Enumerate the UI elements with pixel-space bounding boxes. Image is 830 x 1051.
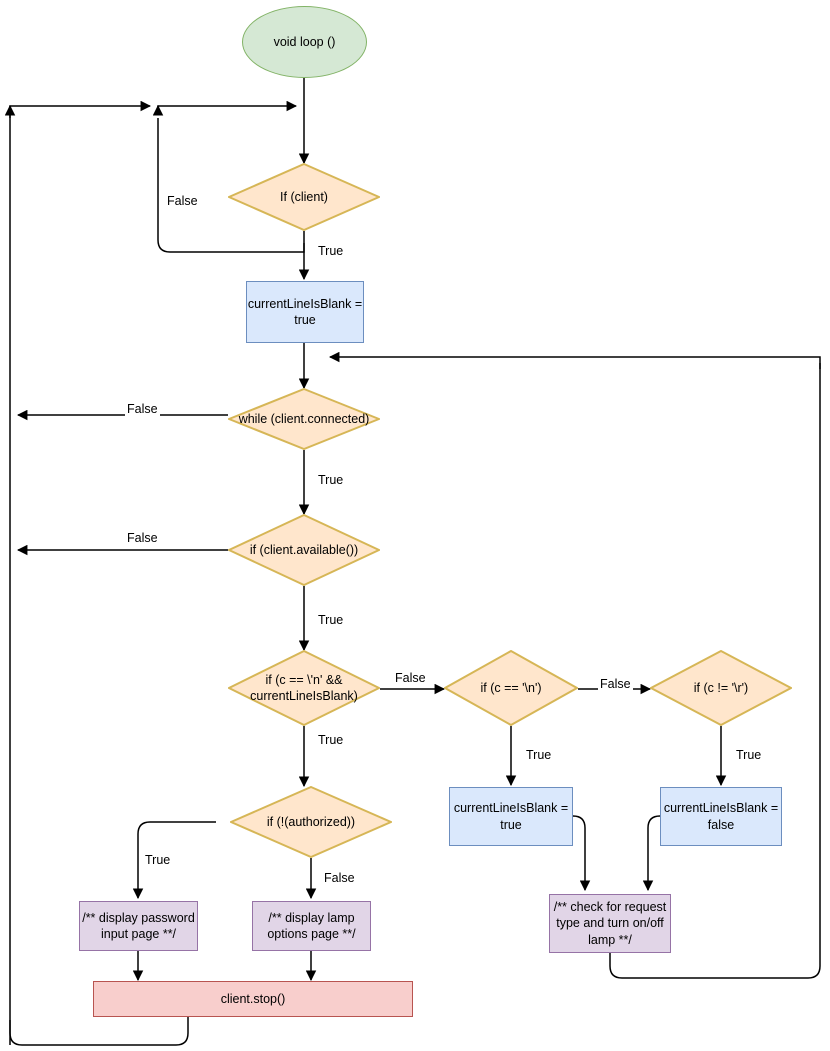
edge-if-client-false-up xyxy=(157,118,305,253)
edge-check-request-return xyxy=(609,363,821,979)
node-start-label: void loop () xyxy=(273,34,336,49)
node-set-current-line-is-blank-true-2[interactable]: currentLineIsBlank = true xyxy=(449,787,573,846)
edge-authorized-true xyxy=(132,821,216,900)
node-display-password-page[interactable]: /** display password input page **/ xyxy=(79,901,198,951)
node-set-blank-true-1-label: currentLineIsBlank = true xyxy=(247,296,363,327)
node-if-newline[interactable]: if (c == '\n') xyxy=(444,650,578,726)
node-client-stop[interactable]: client.stop() xyxy=(93,981,413,1017)
node-if-not-carriage-return[interactable]: if (c != '\r') xyxy=(650,650,792,726)
node-display-lamp-label: /** display lamp options page **/ xyxy=(267,910,356,941)
diamond-shape xyxy=(230,786,392,858)
node-check-request-label: /** check for request type and turn on/o… xyxy=(553,900,667,947)
diamond-shape xyxy=(228,514,380,586)
node-set-blank-true-2-label: currentLineIsBlank = true xyxy=(453,801,569,832)
node-start-void-loop[interactable]: void loop () xyxy=(242,6,367,78)
diamond-shape xyxy=(444,650,578,726)
node-set-blank-false-label: currentLineIsBlank = false xyxy=(663,801,779,832)
node-if-available-label: if (client.available()) xyxy=(249,542,359,557)
edge-label-newline-blank-false: False xyxy=(393,671,428,685)
edge-label-not-return-true: True xyxy=(734,748,764,762)
node-client-stop-label: client.stop() xyxy=(220,991,286,1006)
diamond-shape xyxy=(228,163,380,231)
node-if-client-available[interactable]: if (client.available()) xyxy=(228,514,380,586)
node-if-not-return-label: if (c != '\r') xyxy=(693,680,749,695)
edge-label-while-false: False xyxy=(125,402,160,416)
edge-label-newline-blank-true: True xyxy=(316,733,346,747)
diamond-shape xyxy=(650,650,792,726)
node-if-client[interactable]: If (client) xyxy=(228,163,380,231)
edge-label-if-client-true: True xyxy=(316,244,346,258)
edge-check-request-return-into-trunk xyxy=(328,351,821,369)
edge-blank-false-to-check xyxy=(642,815,661,892)
node-if-not-authorized[interactable]: if (!(authorized)) xyxy=(230,786,392,858)
node-display-password-label: /** display password input page **/ xyxy=(82,910,195,941)
diamond-shape xyxy=(228,388,380,450)
node-if-authorized-label: if (!(authorized)) xyxy=(266,814,356,829)
node-set-current-line-is-blank-true-1[interactable]: currentLineIsBlank = true xyxy=(246,281,364,343)
edge-if-client-false-into-trunk xyxy=(157,100,298,112)
edge-label-available-true: True xyxy=(316,613,346,627)
node-if-client-label: If (client) xyxy=(280,189,328,204)
node-check-request-type[interactable]: /** check for request type and turn on/o… xyxy=(549,894,671,953)
edge-label-if-client-false: False xyxy=(165,194,200,208)
node-display-lamp-options-page[interactable]: /** display lamp options page **/ xyxy=(252,901,371,951)
node-set-current-line-is-blank-false[interactable]: currentLineIsBlank = false xyxy=(660,787,782,846)
edge-stop-return xyxy=(9,1017,189,1046)
node-while-client-connected[interactable]: while (client.connected) xyxy=(228,388,380,450)
edge-left-return-right xyxy=(9,100,152,118)
node-while-connected-label: while (client.connected) xyxy=(238,411,370,426)
edge-label-available-false: False xyxy=(125,531,160,545)
edge-label-while-true: True xyxy=(316,473,346,487)
node-if-newline-and-blank-label: if (c == \'n' && currentLineIsBlank) xyxy=(250,672,358,703)
edge-label-newline-true: True xyxy=(524,748,554,762)
node-if-newline-label: if (c == '\n') xyxy=(480,680,542,695)
node-if-newline-and-blank[interactable]: if (c == \'n' && currentLineIsBlank) xyxy=(228,650,380,726)
edge-label-authorized-true: True xyxy=(143,853,173,867)
edge-blank-true2-to-check xyxy=(572,815,591,892)
diamond-shape xyxy=(228,650,380,726)
edge-label-newline-false: False xyxy=(598,677,633,691)
edge-label-authorized-false: False xyxy=(322,871,357,885)
